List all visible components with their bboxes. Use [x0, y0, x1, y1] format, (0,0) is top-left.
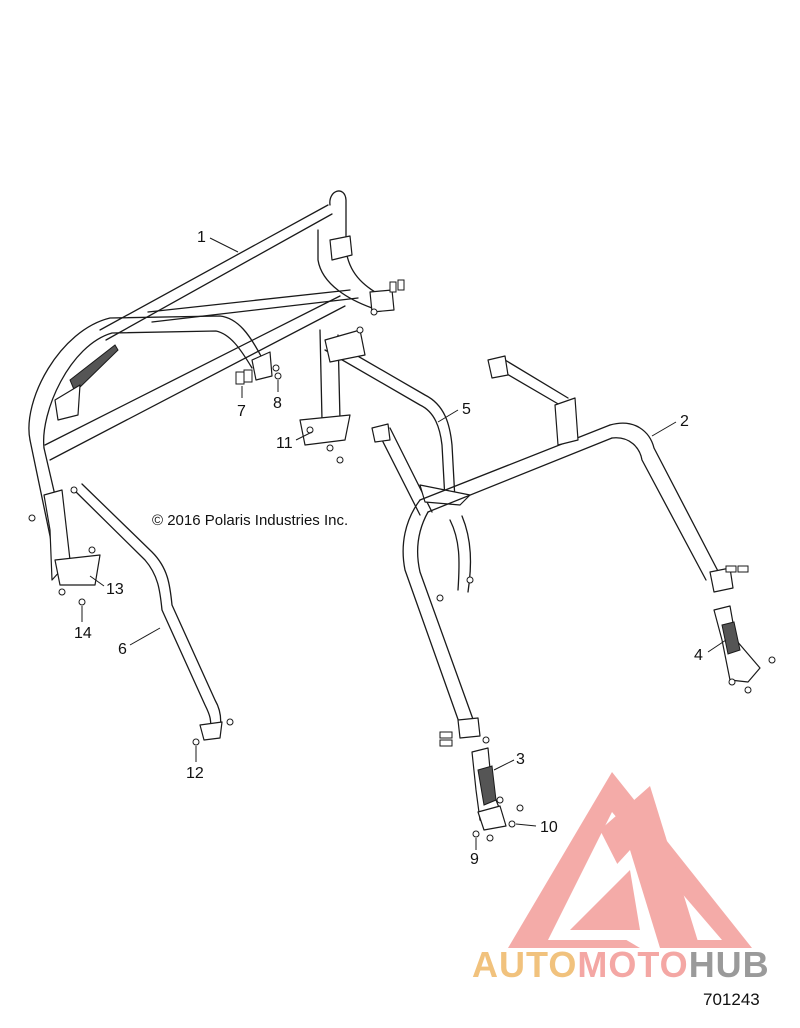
- callout-10: 10: [540, 819, 558, 836]
- callout-labels: 1 2 3 4 5 6 7 8 9 10 11 12 13 14: [74, 229, 703, 868]
- callout-1: 1: [197, 229, 206, 246]
- callout-9: 9: [470, 851, 479, 868]
- callout-12: 12: [186, 765, 204, 782]
- callout-3: 3: [516, 751, 525, 768]
- diagram-id: 701243: [703, 990, 760, 1009]
- part-6-side-tube: [71, 483, 223, 741]
- watermark-auto: AUTO: [472, 944, 578, 985]
- watermark-hub: HUB: [688, 944, 770, 985]
- callout-4: 4: [694, 647, 703, 664]
- part-2-front-cage: [402, 355, 734, 739]
- part-4-front-mount: [713, 605, 761, 683]
- callout-leaders: [81, 237, 727, 850]
- watermark-moto: MOTO: [577, 944, 689, 985]
- copyright-notice: © 2016 Polaris Industries Inc.: [152, 512, 349, 529]
- callout-5: 5: [462, 401, 471, 418]
- callout-14: 14: [74, 625, 92, 642]
- callout-6: 6: [118, 641, 127, 658]
- part-1-upper-cage: [28, 190, 395, 586]
- callout-13: 13: [106, 581, 124, 598]
- callout-2: 2: [680, 413, 689, 430]
- watermark-brand: AUTOMOTOHUB: [472, 944, 770, 986]
- callout-7: 7: [237, 403, 246, 420]
- watermark-logo-triangle-icon: [508, 772, 752, 948]
- part-3-front-mount: [471, 747, 507, 831]
- callout-11: 11: [276, 435, 293, 452]
- hardware-bolts-and-nuts: [28, 279, 776, 842]
- callout-8: 8: [273, 395, 282, 412]
